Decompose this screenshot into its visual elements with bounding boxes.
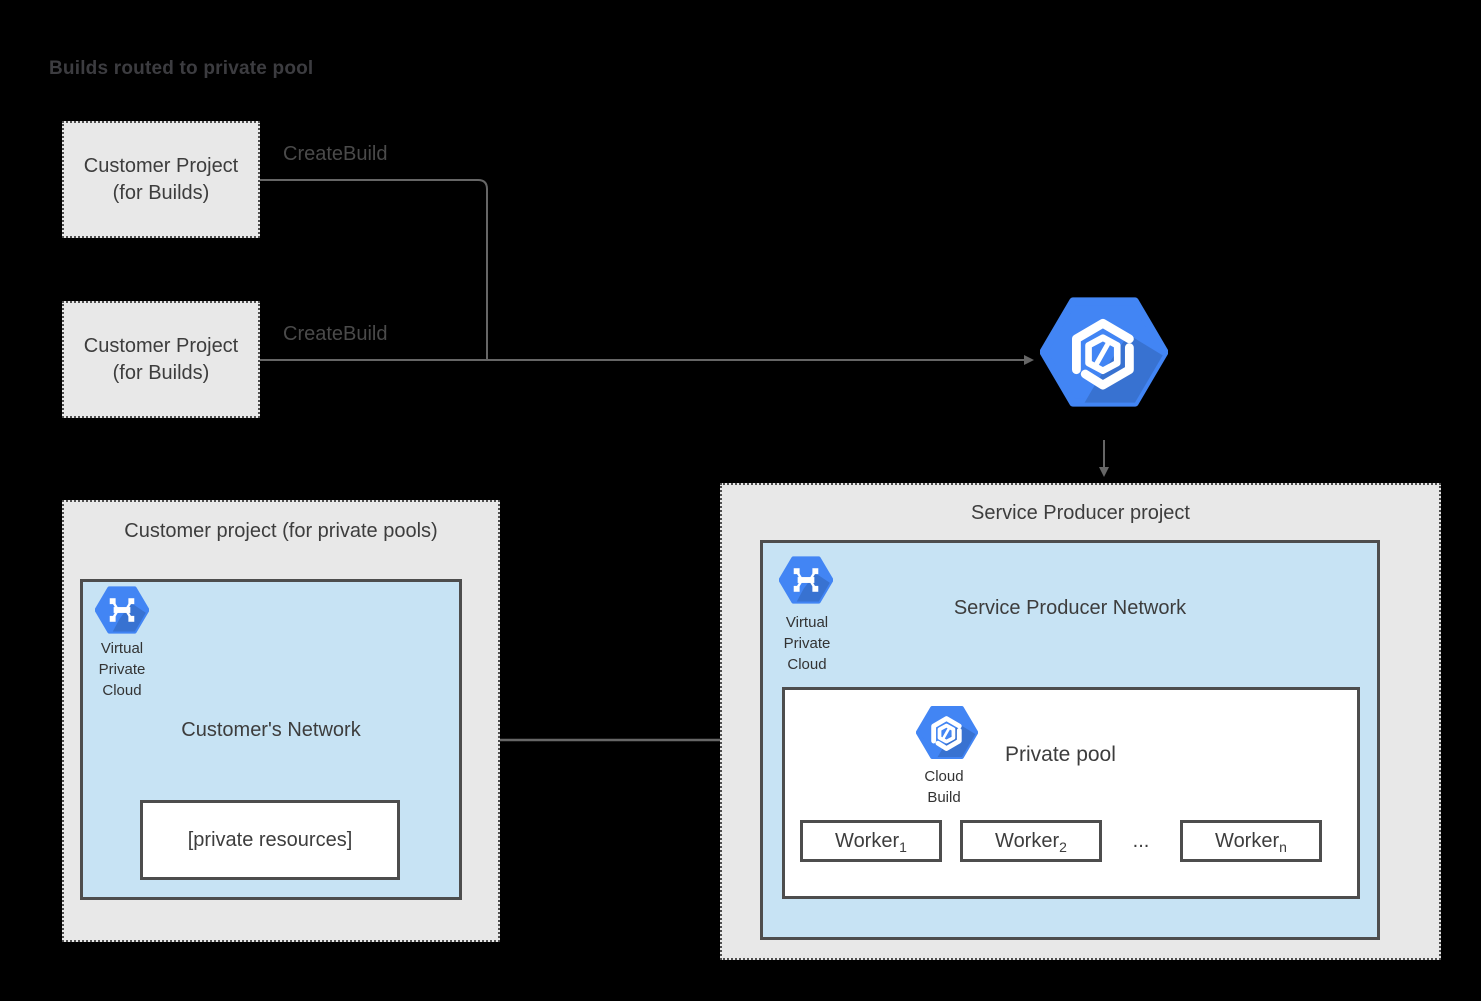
worker-label: Worker: [835, 829, 900, 852]
customer-project-builds-2: Customer Project (for Builds): [62, 301, 260, 418]
cloud-build-icon: [1040, 296, 1168, 408]
private-resources-box: [private resources]: [140, 800, 400, 880]
cloud-build-label-line1: Cloud: [924, 768, 964, 785]
vpc-label-line1: Virtual: [100, 640, 144, 657]
createbuild-label-2: CreateBuild: [283, 323, 388, 345]
vpc-label-line3: Cloud: [102, 682, 142, 699]
node-label-line2: (for Builds): [112, 361, 210, 384]
customer-project-builds-1: Customer Project (for Builds): [62, 121, 260, 238]
worker-1-box: Worker1: [800, 820, 942, 862]
createbuild-label-1: CreateBuild: [283, 143, 388, 165]
vpc-icon: [779, 556, 833, 604]
worker-2-box: Worker2: [960, 820, 1102, 862]
vpc-label-line3: Cloud: [787, 656, 827, 673]
worker-subscript: 1: [899, 838, 907, 855]
cloud-build-icon: [916, 705, 978, 760]
workers-ellipsis: ...: [1132, 829, 1150, 852]
vpc-label-line1: Virtual: [785, 614, 829, 631]
customer-network-title: Customer's Network: [181, 719, 361, 741]
vpc-label-line2: Private: [98, 661, 146, 678]
worker-label: Worker: [1215, 829, 1280, 852]
diagram-heading: Builds routed to private pool: [49, 58, 314, 79]
worker-label: Worker: [995, 829, 1060, 852]
private-resources-label: [private resources]: [187, 828, 353, 851]
customer-project-title: Customer project (for private pools): [124, 520, 438, 542]
cloud-build-icon-label: Cloud Build: [894, 766, 994, 808]
cloud-build-label-line2: Build: [927, 789, 961, 806]
vpc-icon: [95, 586, 149, 634]
vpc-icon-label: Virtual Private Cloud: [757, 612, 857, 675]
node-label-line2: (for Builds): [112, 181, 210, 204]
worker-subscript: n: [1279, 838, 1287, 855]
private-pool-title: Private pool: [1005, 743, 1116, 766]
vpc-label-line2: Private: [783, 635, 831, 652]
service-producer-network-title: Service Producer Network: [953, 597, 1187, 619]
service-producer-project-title: Service Producer project: [971, 502, 1190, 524]
node-label-line1: Customer Project: [83, 154, 239, 177]
node-label-line1: Customer Project: [83, 334, 239, 357]
vpc-icon-label: Virtual Private Cloud: [72, 638, 172, 701]
private-pool-box: [782, 687, 1360, 899]
worker-n-box: Workern: [1180, 820, 1322, 862]
worker-subscript: 2: [1059, 838, 1067, 855]
